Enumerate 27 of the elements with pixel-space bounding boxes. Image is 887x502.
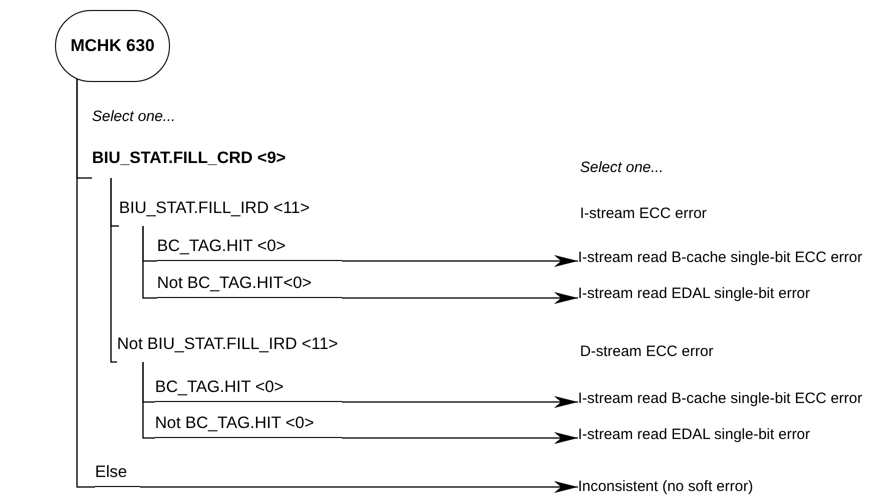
arrow bbox=[342, 396, 578, 408]
branch-line bbox=[110, 178, 117, 363]
instruction-note: Select one... bbox=[92, 108, 176, 125]
branch-line bbox=[142, 226, 157, 299]
branch-line bbox=[142, 362, 155, 439]
condition-text: BC_TAG.HIT <0> bbox=[155, 379, 342, 402]
category-text: I-stream ECC error bbox=[580, 205, 707, 222]
condition-text: BIU_STAT.FILL_IRD <11> bbox=[119, 200, 419, 226]
result-text: I-stream read B-cache single-bit ECC error bbox=[578, 392, 883, 422]
condition-text: Not BC_TAG.HIT <0> bbox=[155, 415, 342, 438]
arrow bbox=[342, 292, 578, 304]
arrow bbox=[342, 432, 578, 444]
condition-text: BC_TAG.HIT <0> bbox=[157, 238, 342, 261]
arrow bbox=[342, 255, 578, 267]
result-text: I-stream read EDAL single-bit error bbox=[578, 287, 883, 317]
result-text: I-stream read EDAL single-bit error bbox=[578, 428, 883, 458]
result-text: Inconsistent (no soft error) bbox=[578, 480, 883, 498]
condition-text: Else bbox=[95, 464, 140, 487]
terminal-box: MCHK 630 bbox=[55, 10, 170, 82]
condition-text: Not BIU_STAT.FILL_IRD <11> bbox=[117, 336, 417, 362]
condition-text: BIU_STAT.FILL_CRD <9> bbox=[92, 150, 322, 178]
arrow bbox=[140, 481, 578, 493]
category-text: D-stream ECC error bbox=[580, 343, 714, 360]
result-text: I-stream read B-cache single-bit ECC error bbox=[578, 251, 883, 281]
branch-line bbox=[76, 79, 95, 488]
condition-text: Not BC_TAG.HIT<0> bbox=[157, 275, 342, 298]
instruction-note: Select one... bbox=[580, 159, 664, 176]
